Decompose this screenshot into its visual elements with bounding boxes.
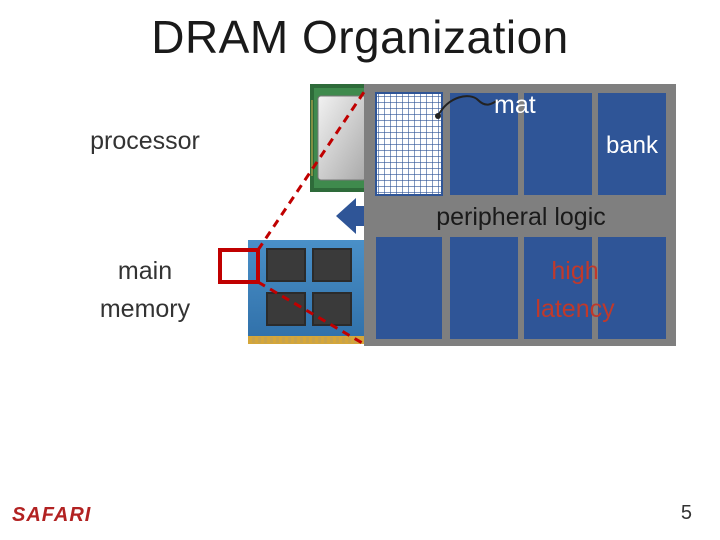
slide-title: DRAM Organization xyxy=(151,11,569,63)
bank-bottom-3 xyxy=(524,237,592,339)
mat-label: mat xyxy=(494,91,536,119)
processor-label: processor xyxy=(90,127,200,155)
mat-callout-line xyxy=(437,95,499,117)
bank-bottom-4 xyxy=(598,237,666,339)
dram-module-icon xyxy=(248,240,370,344)
mat-grid xyxy=(375,92,443,196)
bank-top-2 xyxy=(450,93,518,195)
bank-bottom-2 xyxy=(450,237,518,339)
peripheral-logic-label: peripheral logic xyxy=(436,203,606,231)
main-memory-label-line2: memory xyxy=(99,295,191,323)
main-memory-label-line1: main xyxy=(117,257,173,285)
main-memory-label: main memory xyxy=(80,252,210,328)
bank-bottom-1 xyxy=(376,237,442,339)
bank-label: bank xyxy=(605,132,659,159)
cpu-chip-icon xyxy=(310,84,372,192)
data-arrow-icon xyxy=(336,198,364,234)
mat-callout-dot xyxy=(435,113,441,119)
high-latency-line2: latency xyxy=(535,295,615,323)
safari-logo: SAFARI xyxy=(12,504,92,526)
high-latency-label: high latency xyxy=(520,252,630,328)
highlight-square xyxy=(218,248,260,284)
bank-top-3 xyxy=(524,93,592,195)
bank-top-4 xyxy=(598,93,666,195)
high-latency-line1: high xyxy=(551,257,599,285)
page-number: 5 xyxy=(680,502,692,524)
zoom-lines xyxy=(256,91,366,346)
